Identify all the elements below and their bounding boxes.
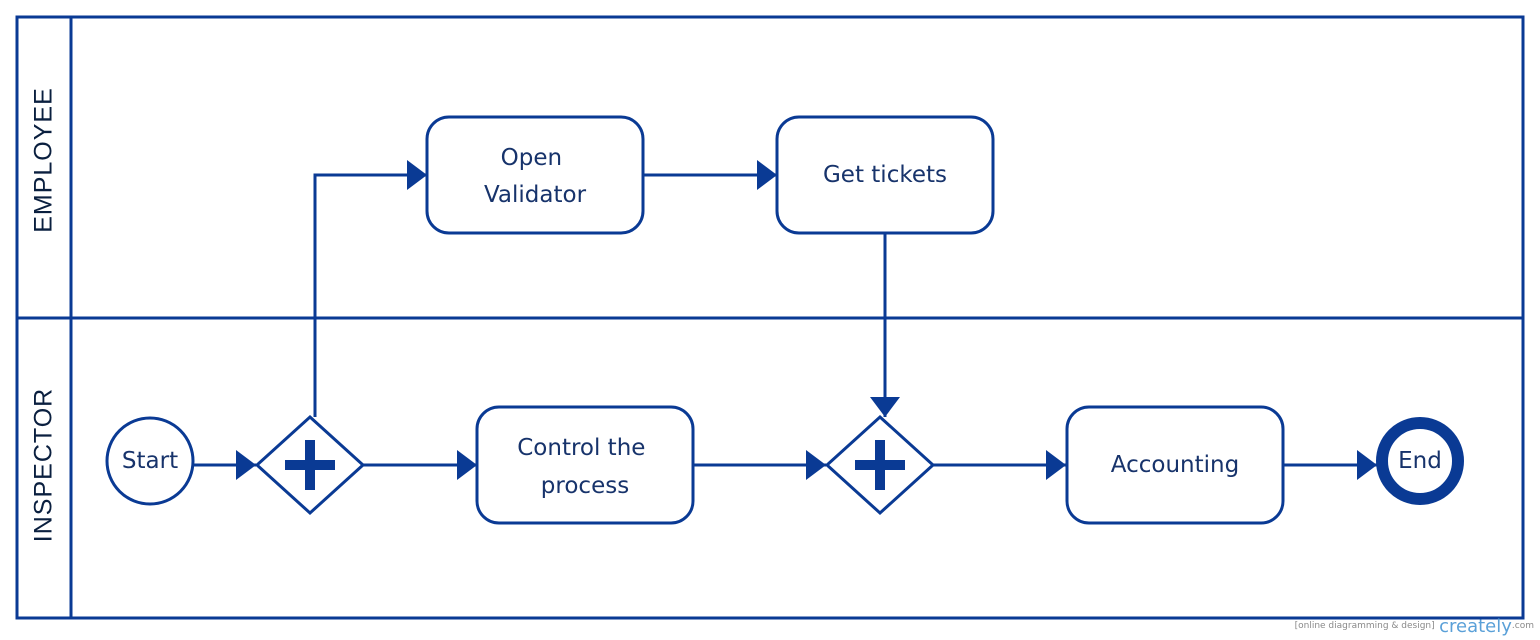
start-event-label: Start bbox=[122, 448, 178, 474]
watermark-brand: creately bbox=[1439, 616, 1512, 637]
lane-label-employee: EMPLOYEE bbox=[30, 87, 58, 233]
task-open-validator[interactable]: Open Validator bbox=[425, 115, 645, 235]
task-get-tickets[interactable]: Get tickets bbox=[775, 115, 995, 235]
pool bbox=[15, 15, 1525, 620]
plus-icon bbox=[855, 440, 905, 490]
task-get-tickets-label: Get tickets bbox=[823, 162, 947, 188]
watermark-tagline: [online diagramming & design] bbox=[1294, 621, 1435, 631]
flow-gateway-to-open-validator bbox=[313, 160, 427, 417]
end-event[interactable]: End bbox=[1376, 417, 1464, 505]
lane-label-inspector: INSPECTOR bbox=[30, 388, 58, 542]
task-control-process[interactable]: Control the process bbox=[475, 405, 695, 525]
plus-icon bbox=[285, 440, 335, 490]
task-accounting-label: Accounting bbox=[1111, 452, 1239, 478]
creately-watermark: [online diagramming & design] creately.c… bbox=[1295, 616, 1534, 637]
task-open-validator-label: Open Validator bbox=[484, 145, 587, 208]
parallel-gateway-join[interactable] bbox=[824, 414, 936, 516]
start-event[interactable]: Start bbox=[105, 416, 195, 506]
task-control-process-label: Control the process bbox=[517, 435, 653, 499]
task-accounting[interactable]: Accounting bbox=[1065, 405, 1285, 525]
parallel-gateway-split[interactable] bbox=[254, 414, 366, 516]
end-event-label: End bbox=[1398, 448, 1442, 474]
watermark-suffix: .com bbox=[1511, 621, 1534, 631]
